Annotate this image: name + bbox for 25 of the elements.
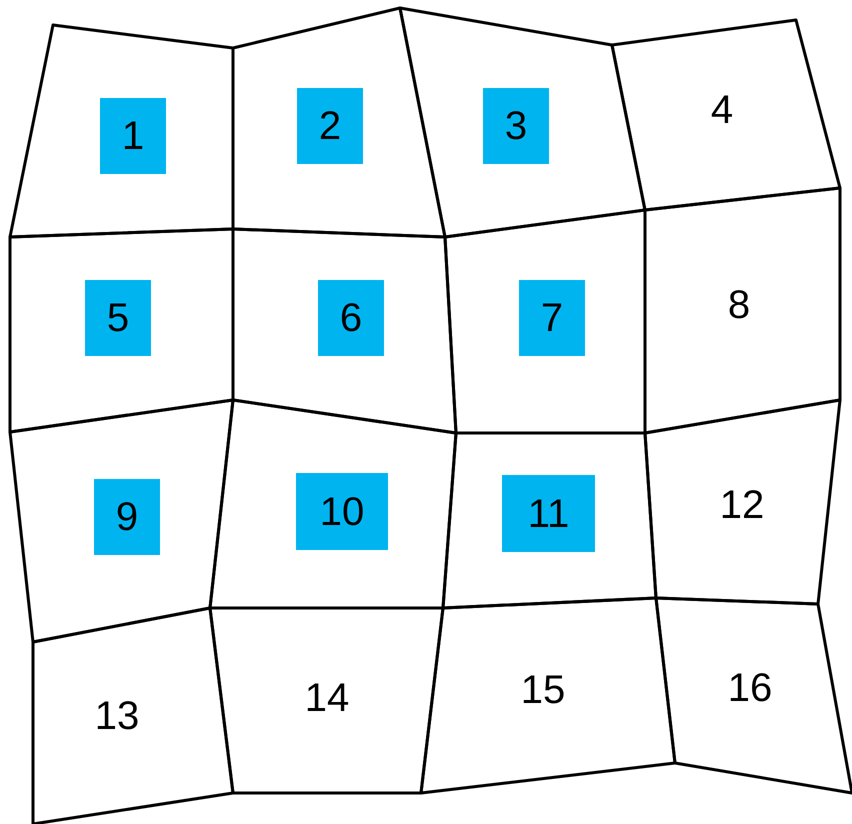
cell-number: 9 <box>116 495 138 539</box>
highlight-square <box>519 280 585 356</box>
cell-number: 11 <box>528 492 570 536</box>
cell-number: 5 <box>106 296 130 340</box>
cell-number: 6 <box>340 296 362 340</box>
cell-number: 3 <box>504 104 528 148</box>
cell-number: 2 <box>318 104 342 148</box>
cell-number: 10 <box>320 490 364 534</box>
cell-number: 16 <box>728 666 772 710</box>
highlight-square <box>100 98 166 174</box>
cell-number: 14 <box>304 676 350 720</box>
cell-number: 15 <box>520 668 566 712</box>
highlight-square <box>85 280 151 356</box>
highlight-square <box>318 280 384 356</box>
cell-number: 7 <box>540 296 564 340</box>
cell-number: 1 <box>122 114 144 158</box>
cell-number: 12 <box>720 483 764 527</box>
highlight-square <box>483 88 549 164</box>
cell-number: 4 <box>710 88 734 132</box>
highlight-square <box>502 475 595 552</box>
cell-number: 13 <box>94 694 140 738</box>
highlight-square <box>296 473 388 550</box>
highlight-square <box>297 88 363 164</box>
highlight-square <box>94 479 160 555</box>
cell-number: 8 <box>728 283 750 327</box>
